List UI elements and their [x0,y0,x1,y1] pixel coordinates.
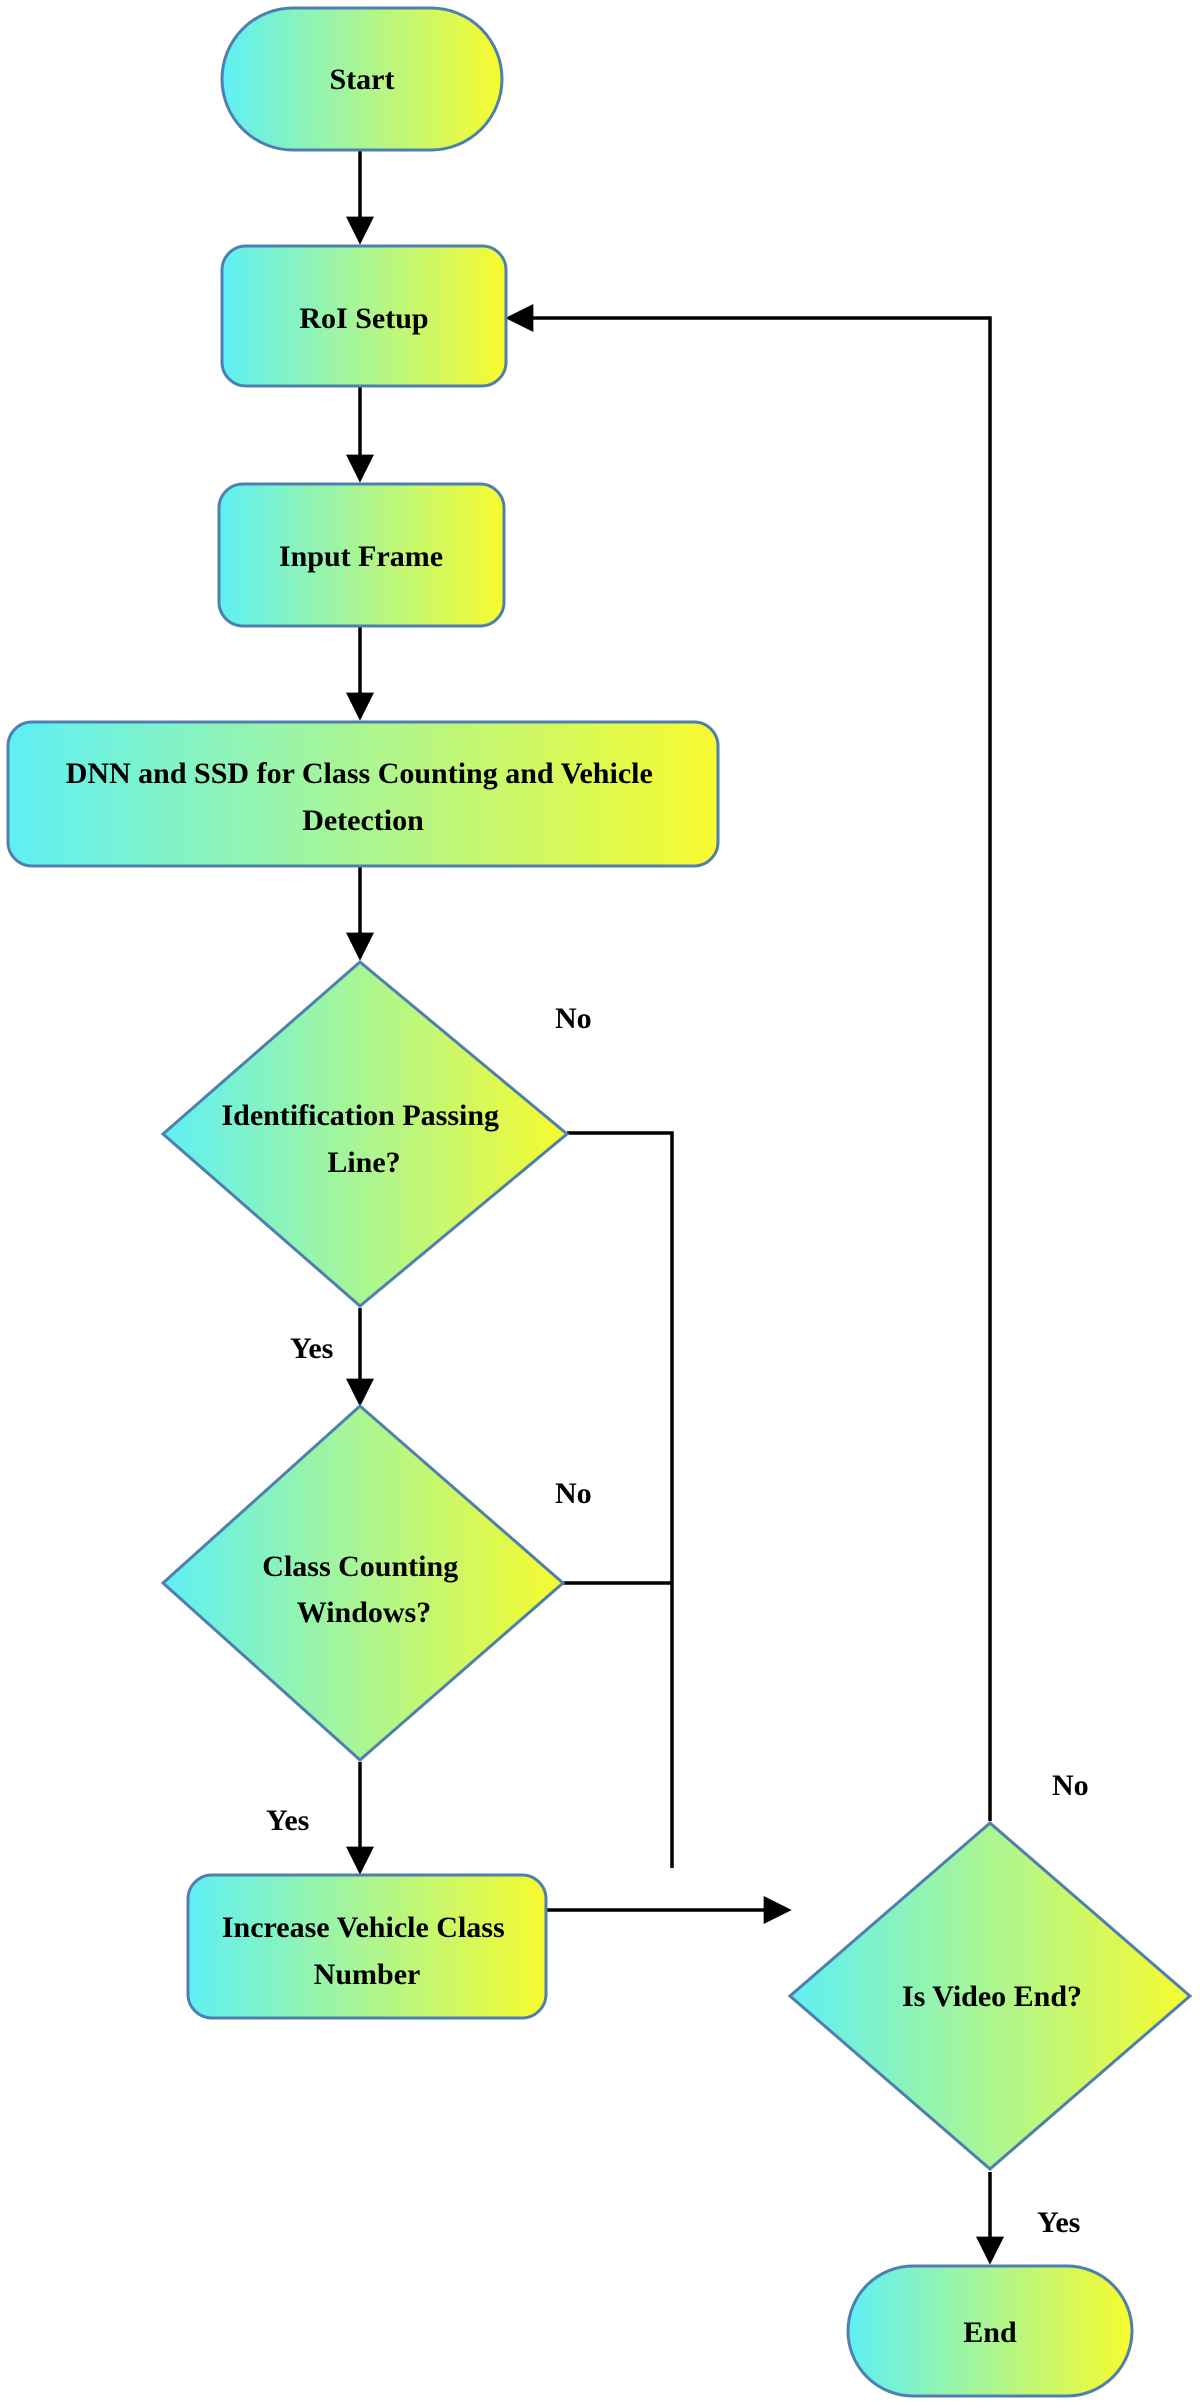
start-shape [220,6,504,152]
arrow-video-end-no-loop [505,304,992,1821]
dnn-ssd-label-line-1: DNN and SSD for Class Counting and Vehic… [66,757,653,790]
roi-setup-node[interactable]: RoI Setup [220,244,508,388]
identification-passing-label-line-2: Line? [327,1146,400,1179]
start-label-line-1: Start [330,63,395,96]
dnn-ssd-label: DNN and SSD for Class Counting and Vehic… [66,757,661,837]
class-counting-label-line-2: Windows? [297,1596,432,1629]
start-label: Start [330,63,395,96]
end-shape [846,2264,1134,2398]
increase-class-shape [186,1873,548,2020]
video-end-label: Is Video End? [902,1980,1082,2013]
identification-yes-label: Yes [290,1332,333,1365]
class-counting-label-line-1: Class Counting [262,1550,458,1583]
input-frame-node[interactable]: Input Frame [217,482,506,628]
video-end-yes-label: Yes [1037,2206,1080,2239]
increase-class-node[interactable]: Increase Vehicle Class Number [186,1873,548,2020]
roi-setup-label-line-1: RoI Setup [299,302,428,335]
end-label: End [963,2316,1017,2349]
increase-class-label-line-1: Increase Vehicle Class [222,1911,505,1944]
class-counting-yes-label: Yes [266,1804,309,1837]
connector-identification-no [567,1131,674,1868]
dnn-ssd-label-line-2: Detection [302,804,424,837]
class-counting-label: Class Counting Windows? [262,1550,465,1629]
end-node[interactable]: End [846,2264,1134,2398]
input-frame-shape [217,482,506,628]
end-label-line-1: End [963,2316,1017,2349]
identification-passing-label: Identification Passing Line? [221,1099,506,1179]
class-counting-node[interactable]: Class Counting Windows? [160,1403,566,1763]
video-end-node[interactable]: Is Video End? [787,1821,1193,2171]
connectors [346,150,1004,2265]
class-counting-shape [160,1403,566,1763]
edge-labels: No Yes No Yes No Yes [266,1002,1089,2239]
identification-passing-shape [160,960,570,1308]
roi-setup-shape [220,244,508,388]
increase-class-label: Increase Vehicle Class Number [222,1911,512,1991]
identification-passing-node[interactable]: Identification Passing Line? [160,960,570,1308]
start-node[interactable]: Start [220,6,504,152]
input-frame-label-line-1: Input Frame [279,540,443,573]
identification-passing-label-line-1: Identification Passing [221,1099,499,1132]
video-end-label-line-1: Is Video End? [902,1980,1082,2013]
roi-setup-label: RoI Setup [299,302,428,335]
nodes: Start RoI Setup Input Frame DNN and SSD … [6,6,1193,2398]
increase-class-label-line-2: Number [314,1958,421,1991]
dnn-ssd-shape [6,720,720,868]
video-end-shape [787,1821,1193,2171]
dnn-ssd-node[interactable]: DNN and SSD for Class Counting and Vehic… [6,720,720,868]
input-frame-label: Input Frame [279,540,443,573]
class-counting-no-label: No [555,1477,592,1510]
video-end-no-label: No [1052,1769,1089,1802]
identification-no-label: No [555,1002,592,1035]
